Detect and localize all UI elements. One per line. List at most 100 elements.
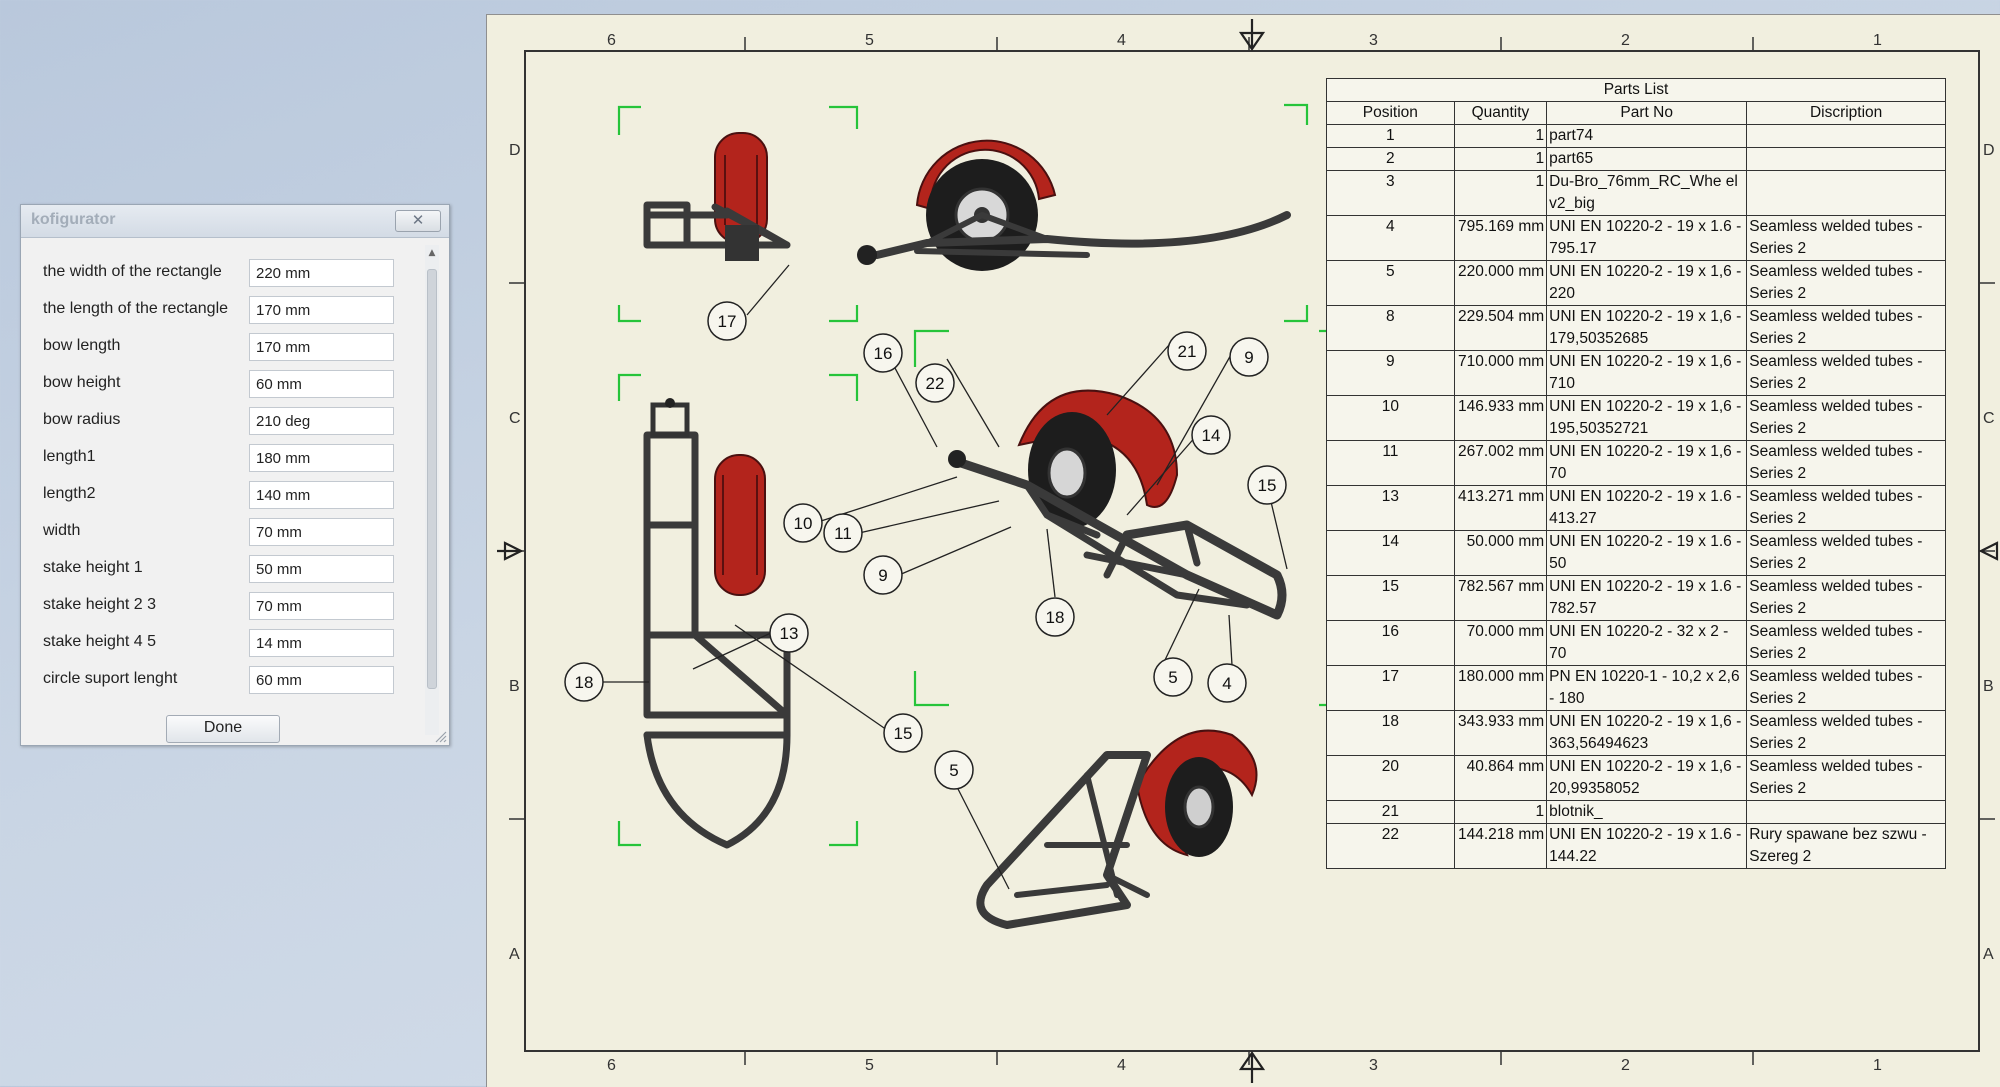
balloon[interactable]: 4 xyxy=(1207,663,1247,703)
cell-position: 22 xyxy=(1326,823,1455,869)
cell-position: 13 xyxy=(1326,485,1455,531)
cell-part-no: UNI EN 10220-2 - 19 x 1,6 - 220 xyxy=(1546,260,1748,306)
param-input-bow-radius[interactable] xyxy=(249,407,394,435)
zone-row-label: D xyxy=(1983,142,1995,159)
zone-column-label: 5 xyxy=(865,1057,874,1074)
cell-description: Seamless welded tubes - Series 2 xyxy=(1746,530,1946,576)
param-input-bow-length[interactable] xyxy=(249,333,394,361)
balloon[interactable]: 16 xyxy=(863,333,903,373)
balloon[interactable]: 9 xyxy=(1229,337,1269,377)
balloon[interactable]: 10 xyxy=(783,503,823,543)
balloon[interactable]: 5 xyxy=(934,750,974,790)
cell-quantity: 1 xyxy=(1453,147,1548,171)
svg-text:5: 5 xyxy=(949,761,958,780)
cell-part-no: UNI EN 10220-2 - 19 x 1,6 - 363,56494623 xyxy=(1546,710,1748,756)
balloon[interactable]: 22 xyxy=(915,363,955,403)
cell-description xyxy=(1746,800,1946,824)
param-label: the length of the rectangle xyxy=(43,300,229,317)
param-row: bow length xyxy=(21,329,421,366)
param-input-length2[interactable] xyxy=(249,481,394,509)
param-input-stake-height-4-5[interactable] xyxy=(249,629,394,657)
resize-grip-icon[interactable] xyxy=(433,729,447,743)
svg-text:14: 14 xyxy=(1202,426,1221,445)
dialog-title: kofigurator xyxy=(31,211,116,228)
param-input-circle-support-length[interactable] xyxy=(249,666,394,694)
balloon[interactable]: 15 xyxy=(883,713,923,753)
param-input-stake-height-2-3[interactable] xyxy=(249,592,394,620)
close-button[interactable]: ✕ xyxy=(395,210,441,232)
param-input-length1[interactable] xyxy=(249,444,394,472)
param-input-rectangle-width[interactable] xyxy=(249,259,394,287)
isometric-view-lower xyxy=(976,729,1258,929)
param-input-width[interactable] xyxy=(249,518,394,546)
balloon-leaders xyxy=(603,264,1288,890)
param-label: bow radius xyxy=(43,411,121,428)
cell-part-no: PN EN 10220-1 - 10,2 x 2,6 - 180 xyxy=(1546,665,1748,711)
balloon[interactable]: 14 xyxy=(1191,415,1231,455)
scroll-up-arrow-icon[interactable]: ▲ xyxy=(428,248,436,258)
zone-column-label: 6 xyxy=(607,32,616,49)
parts-list-table: Parts List Position Quantity Part No Dis… xyxy=(1326,78,1946,869)
column-header-description: Discription xyxy=(1746,101,1946,125)
cell-description: Seamless welded tubes - Series 2 xyxy=(1746,260,1946,306)
zone-column-label: 4 xyxy=(1117,1057,1126,1074)
cell-quantity: 343.933 mm xyxy=(1453,710,1548,756)
scroll-thumb[interactable] xyxy=(427,269,437,689)
balloon[interactable]: 11 xyxy=(823,513,863,553)
param-row: stake height 2 3 xyxy=(21,588,421,625)
param-input-stake-height-1[interactable] xyxy=(249,555,394,583)
balloon[interactable]: 13 xyxy=(769,613,809,653)
cell-part-no: UNI EN 10220-2 - 19 x 1.6 - 782.57 xyxy=(1546,575,1748,621)
zone-column-label: 1 xyxy=(1873,32,1882,49)
balloon[interactable]: 17 xyxy=(707,301,747,341)
vertical-scrollbar[interactable]: ▲ xyxy=(425,245,439,735)
param-label: circle suport lenght xyxy=(43,670,178,687)
param-row: stake height 4 5 xyxy=(21,625,421,662)
isometric-view-main xyxy=(948,389,1287,620)
zone-row-label: D xyxy=(509,142,521,159)
balloon[interactable]: 21 xyxy=(1167,331,1207,371)
zone-column-label: 2 xyxy=(1621,1057,1630,1074)
drawing-sheet: 6 5 4 3 2 1 6 5 4 3 2 1 D C B A D C B A xyxy=(486,14,2000,1087)
param-label: stake height 2 3 xyxy=(43,596,156,613)
cell-part-no: blotnik_ xyxy=(1546,800,1748,824)
cell-description xyxy=(1746,124,1946,148)
balloon[interactable]: 15 xyxy=(1247,465,1287,505)
cell-position: 16 xyxy=(1326,620,1455,666)
cell-description xyxy=(1746,170,1946,216)
zone-column-label: 3 xyxy=(1369,1057,1378,1074)
balloon[interactable]: 9 xyxy=(863,555,903,595)
dialog-title-bar[interactable]: kofigurator ✕ xyxy=(21,205,449,238)
cell-part-no: UNI EN 10220-2 - 19 x 1,6 - 70 xyxy=(1546,440,1748,486)
done-button[interactable]: Done xyxy=(166,715,280,743)
centering-marks xyxy=(497,19,1999,1083)
zone-column-label: 5 xyxy=(865,32,874,49)
param-input-bow-height[interactable] xyxy=(249,370,394,398)
balloon[interactable]: 18 xyxy=(1035,597,1075,637)
balloon[interactable]: 18 xyxy=(564,662,604,702)
balloon[interactable]: 5 xyxy=(1153,657,1193,697)
svg-text:15: 15 xyxy=(894,724,913,743)
param-row: stake height 1 xyxy=(21,551,421,588)
zone-row-label: A xyxy=(509,946,520,963)
param-input-rectangle-length[interactable] xyxy=(249,296,394,324)
cell-part-no: UNI EN 10220-2 - 19 x 1.6 - 795.17 xyxy=(1546,215,1748,261)
